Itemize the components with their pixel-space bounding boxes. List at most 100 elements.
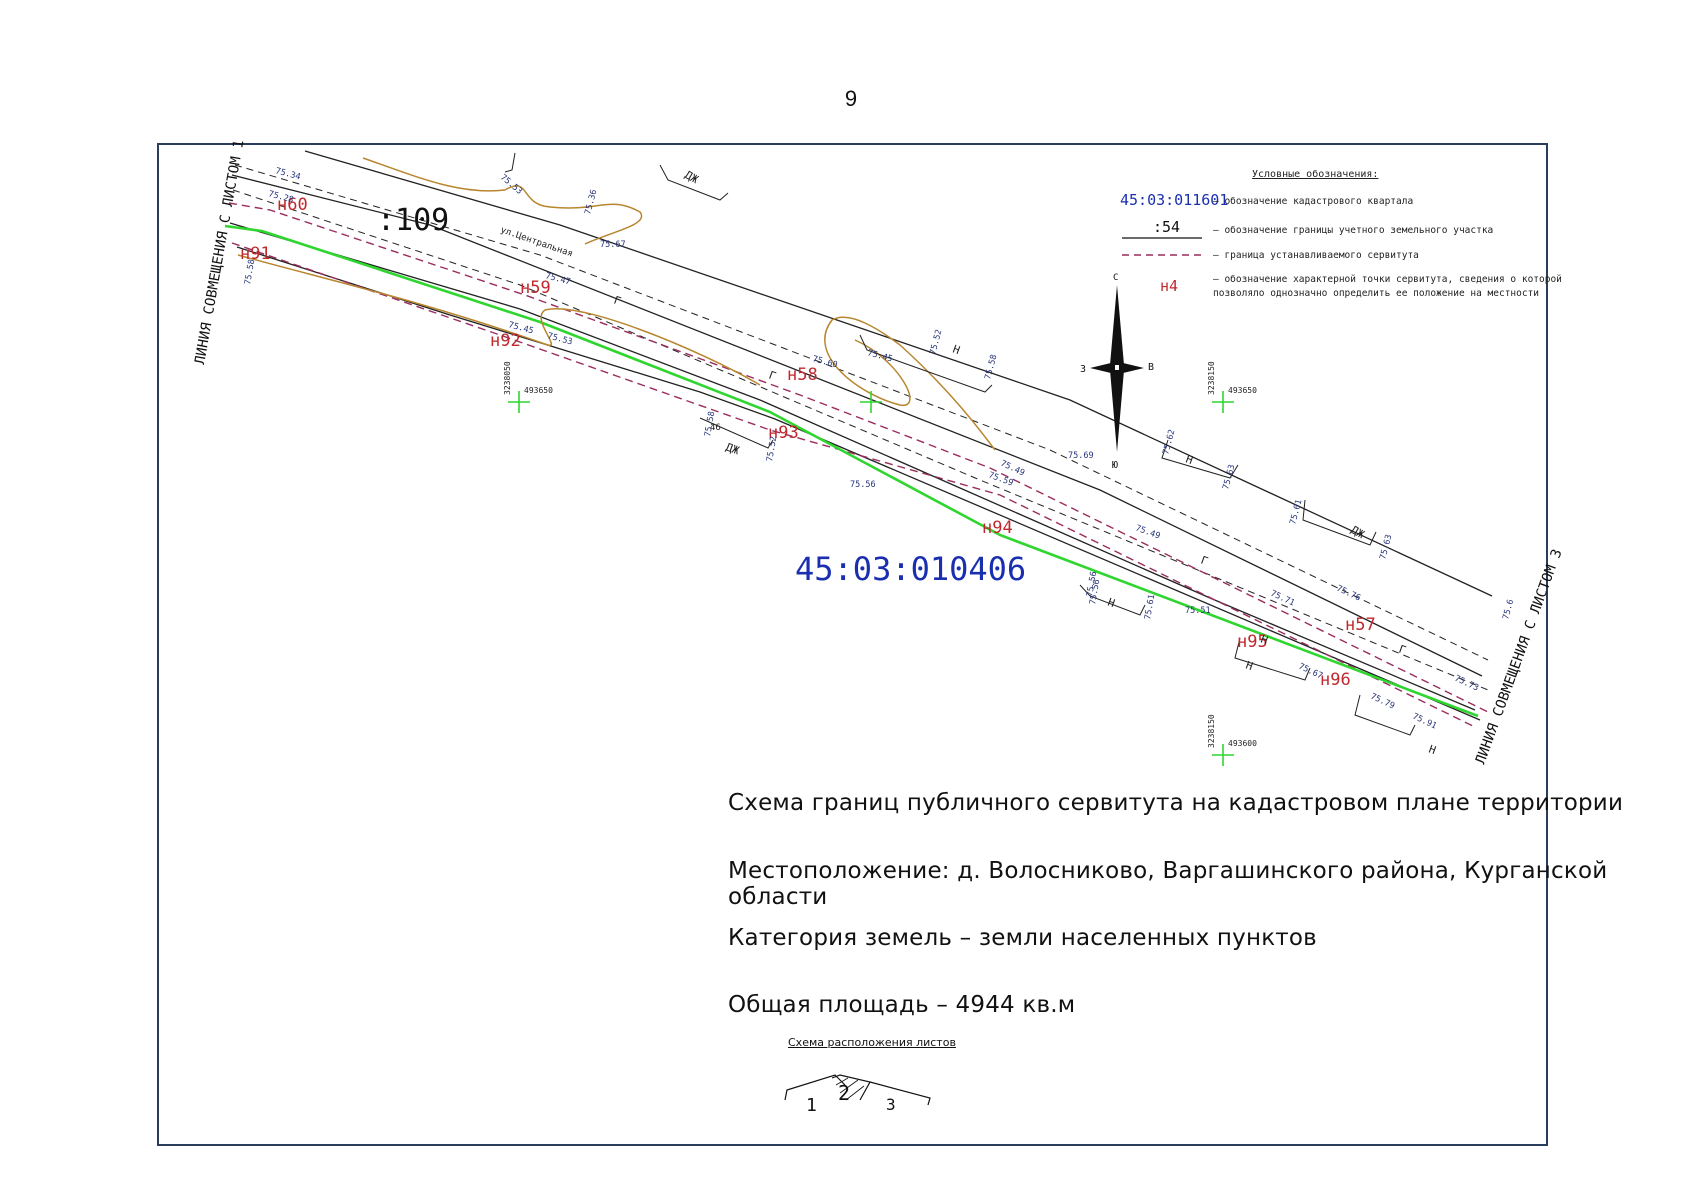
compass-needle-north bbox=[1110, 285, 1124, 365]
dashed-lines bbox=[232, 164, 1489, 691]
point-label: н91 bbox=[240, 244, 271, 264]
legend-text: – граница устанавливаемого сервитута bbox=[1213, 250, 1419, 261]
elevation-label: 75.6 bbox=[1501, 598, 1516, 620]
legend-title: Условные обозначения: bbox=[1252, 168, 1378, 180]
elevation-label: 75.51 bbox=[1185, 606, 1211, 616]
sheet-numbers: 1 2 3 bbox=[806, 1081, 896, 1116]
coord-x-label: 3238150 bbox=[1207, 361, 1216, 395]
building-7 bbox=[1234, 637, 1311, 681]
floors-label: 46 bbox=[710, 423, 721, 433]
building-type-label: Н bbox=[1244, 659, 1255, 673]
coord-cross-3 bbox=[1212, 391, 1234, 413]
buildings bbox=[504, 152, 1416, 736]
elevation-label: 75.59 bbox=[987, 470, 1014, 488]
title-land-category: Категория земель – земли населенных пунк… bbox=[728, 925, 1317, 951]
sheet-outline-1 bbox=[784, 1074, 846, 1101]
road-line-top bbox=[304, 150, 1493, 597]
contour-3 bbox=[824, 316, 996, 451]
sheet-number: 2 bbox=[838, 1081, 850, 1105]
point-label: н96 bbox=[1320, 670, 1351, 690]
elevation-label: 75.36 bbox=[583, 188, 599, 215]
elevation-label: 75.61 bbox=[1143, 594, 1157, 621]
sheet-outline-3 bbox=[869, 1081, 931, 1106]
elevation-label: 75.69 bbox=[1068, 451, 1094, 461]
servitude-points: н60 н91 н59 н92 н58 н93 н94 н95 н57 н96 bbox=[240, 195, 1376, 690]
compass-north-label: С bbox=[1113, 273, 1118, 283]
parcel-boundaries bbox=[229, 150, 1493, 721]
sheet-scheme bbox=[784, 1074, 931, 1106]
point-label: н58 bbox=[787, 365, 818, 385]
elevation-label: 75.73 bbox=[1453, 674, 1480, 694]
legend-symbol-quarter: 45:03:011601 bbox=[1120, 191, 1228, 209]
drawing-frame bbox=[157, 143, 1548, 1146]
elevation-label: 75.67 bbox=[600, 240, 626, 250]
sheet-hatch bbox=[835, 1077, 865, 1101]
building-8 bbox=[1354, 694, 1416, 736]
sheet-outline-2 bbox=[831, 1074, 871, 1101]
building-4 bbox=[699, 417, 774, 449]
contours bbox=[237, 157, 996, 451]
parcel-label: :109 bbox=[377, 203, 449, 238]
building-1 bbox=[659, 164, 729, 201]
building-type-label: Н bbox=[1184, 453, 1195, 467]
coord-cross-1 bbox=[508, 391, 530, 413]
road-line-lower bbox=[229, 222, 1476, 711]
point-label: н92 bbox=[490, 331, 521, 351]
building-type-label: Н bbox=[1259, 633, 1270, 647]
page-number: 9 bbox=[844, 86, 858, 111]
building-6 bbox=[1302, 499, 1377, 546]
point-label: н57 bbox=[1345, 615, 1376, 635]
legend-text: – обозначение границы учетного земельног… bbox=[1213, 225, 1493, 236]
building-5 bbox=[1079, 584, 1146, 616]
building-type-label: Н bbox=[1427, 743, 1438, 757]
elevation-label: 75.62 bbox=[1161, 428, 1177, 455]
compass-east-label: В bbox=[1148, 362, 1154, 373]
elevation-label: 75.34 bbox=[274, 166, 301, 182]
elevation-label: 75.45 bbox=[866, 348, 893, 364]
building-type-labels: ДЖ Н Н ДЖ Н Н ДЖ Н Н Г Г Г Г bbox=[612, 168, 1438, 757]
building-2 bbox=[859, 334, 993, 393]
servitude-boundary bbox=[228, 202, 1489, 728]
coord-x-label: 3238150 bbox=[1207, 714, 1216, 748]
building-type-label: ДЖ bbox=[683, 168, 701, 186]
dashed-line-2 bbox=[232, 189, 1489, 691]
compass-rose: С З В Ю bbox=[1080, 273, 1154, 471]
quarter-label: 45:03:010406 bbox=[795, 550, 1026, 588]
building-type-label: Г bbox=[1397, 643, 1408, 658]
compass-west-label: З bbox=[1080, 364, 1086, 375]
point-label: н60 bbox=[277, 195, 308, 215]
building-type-label: Г bbox=[1199, 554, 1210, 569]
legend-text: – обозначение характерной точки сервитут… bbox=[1213, 274, 1562, 285]
coord-x-label: 3238050 bbox=[503, 361, 512, 395]
elevation-label: 75.79 bbox=[1369, 692, 1396, 712]
legend-text: позволяло однозначно определить ее полож… bbox=[1213, 288, 1539, 299]
coord-cross-4 bbox=[1212, 744, 1234, 766]
elevation-label: 75.52 bbox=[765, 436, 779, 463]
coord-y-label: 493600 bbox=[1228, 739, 1257, 748]
coord-y-label: 493650 bbox=[524, 386, 553, 395]
title-location: Местоположение: д. Волосниково, Варгашин… bbox=[728, 858, 1608, 910]
legend: Условные обозначения: 45:03:011601 – обо… bbox=[1120, 168, 1562, 299]
road-line-upper bbox=[231, 174, 1483, 677]
sheet-scheme-caption: Схема расположения листов bbox=[788, 1036, 956, 1049]
servitude-axis-line bbox=[224, 224, 1479, 718]
point-label: н93 bbox=[768, 423, 799, 443]
sheet-number: 3 bbox=[886, 1095, 896, 1114]
building-type-label: Г bbox=[612, 294, 623, 309]
contour-2 bbox=[237, 254, 761, 386]
elevation-label: 75.58 bbox=[983, 353, 999, 380]
dashed-line-1 bbox=[234, 164, 1489, 661]
building-type-label: Н bbox=[1106, 596, 1117, 610]
servitude-line-lower bbox=[231, 242, 1476, 728]
contour-1 bbox=[362, 157, 643, 245]
elevation-label: 75.58 bbox=[243, 259, 257, 286]
compass-needle-south bbox=[1110, 370, 1124, 452]
point-label: н94 bbox=[982, 518, 1013, 538]
building-3 bbox=[1161, 439, 1239, 479]
road-line-bottom bbox=[236, 246, 1481, 721]
elevation-label: 75.76 bbox=[1335, 584, 1362, 604]
coord-y-label: 493650 bbox=[1228, 386, 1257, 395]
elevation-label: 75.56 bbox=[1088, 579, 1102, 606]
elevation-label: 75.56 bbox=[1085, 571, 1099, 598]
